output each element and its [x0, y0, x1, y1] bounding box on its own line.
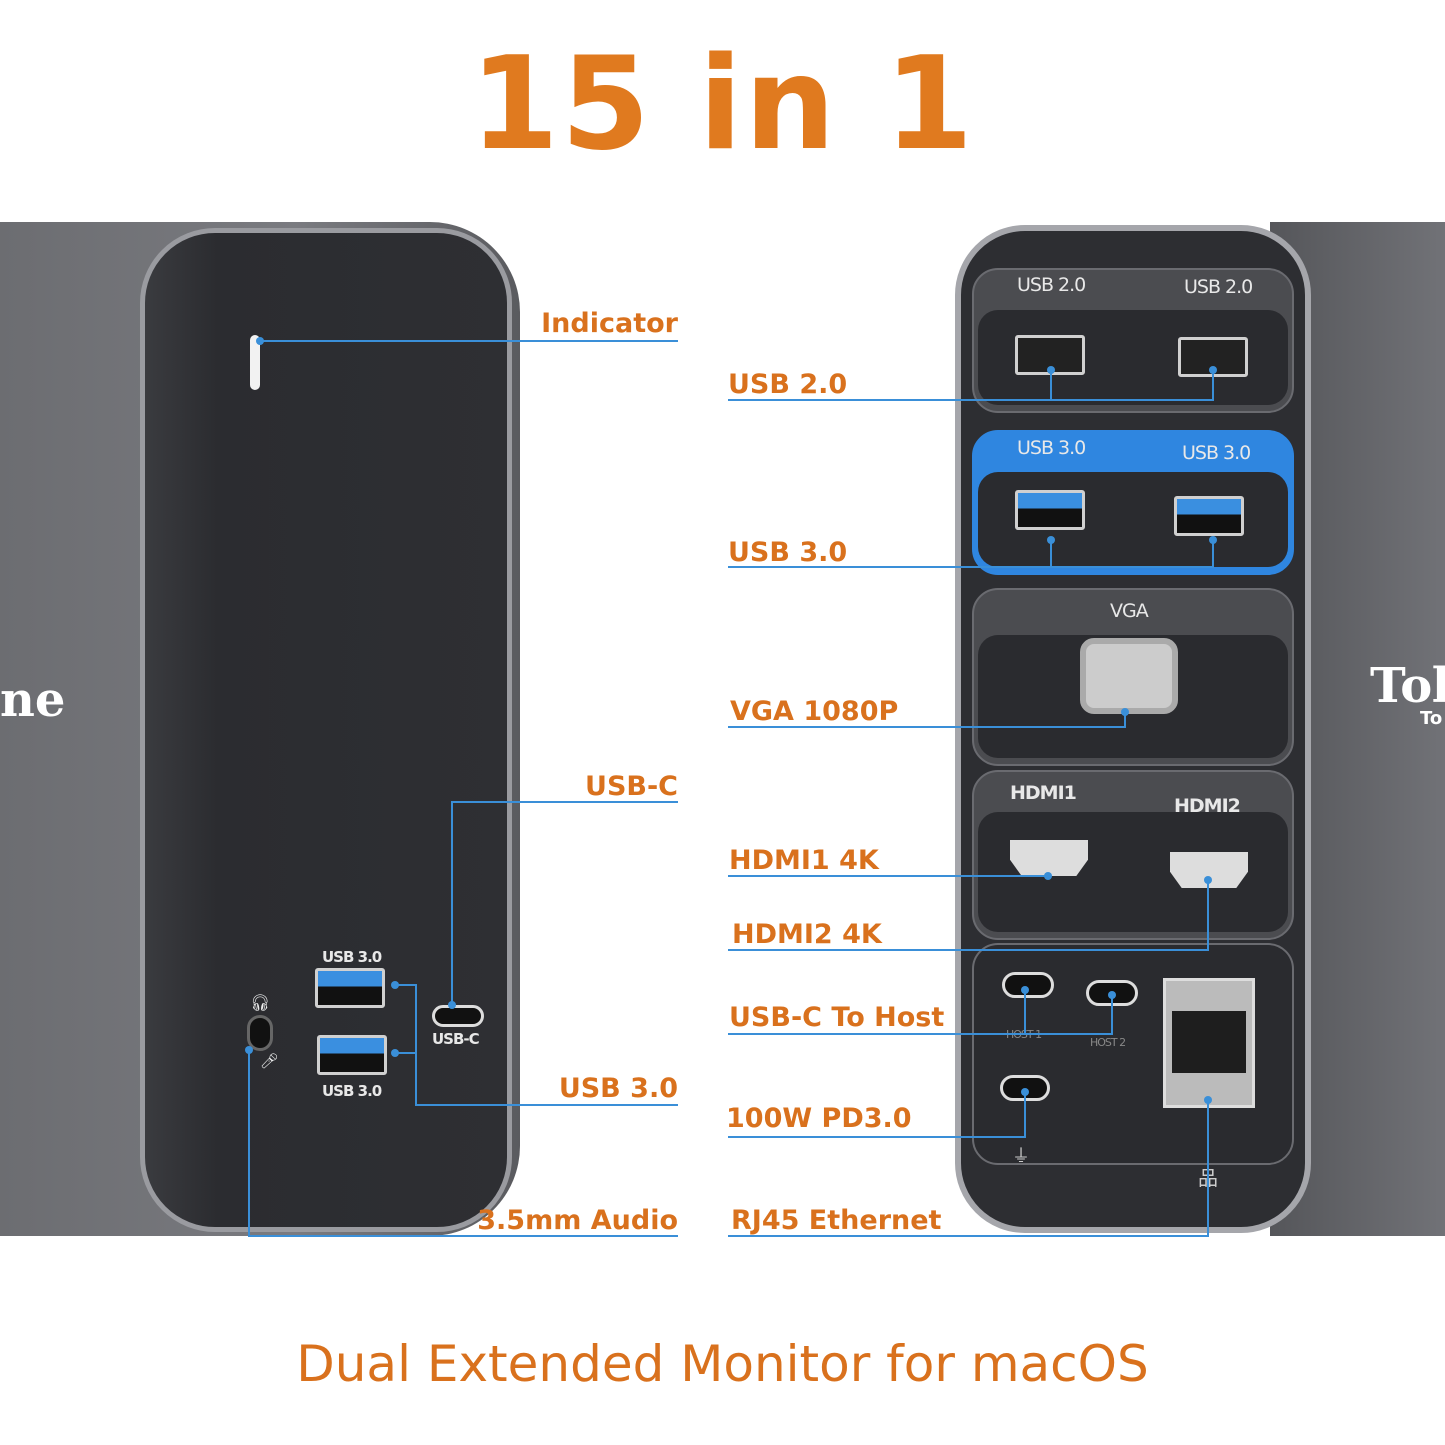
microphone-icon: 🎤︎ [260, 1052, 280, 1070]
vga-port [1080, 638, 1178, 714]
line-usbc-host [728, 990, 1113, 1035]
usb3-port [1015, 490, 1085, 530]
brand-logo-right: Tob [1370, 658, 1445, 714]
audio-jack [247, 1015, 273, 1051]
usbc-port [432, 1005, 484, 1027]
port-label: HDMI2 [1174, 795, 1241, 817]
port-label: USB 3.0 [322, 948, 382, 966]
rj45-port [1163, 978, 1255, 1108]
callout-audio: 3.5mm Audio [477, 1205, 678, 1236]
line-usb3-right [728, 540, 1214, 568]
callout-indicator: Indicator [541, 308, 678, 339]
callout-usb3-left: USB 3.0 [558, 1073, 678, 1104]
port-label: HDMI1 [1010, 782, 1077, 804]
hdmi1-port [1010, 840, 1088, 876]
callout-usbc: USB-C [585, 771, 678, 802]
usb3-port [317, 1035, 387, 1075]
brand-tagline: To [1420, 708, 1443, 729]
callout-hdmi2: HDMI2 4K [732, 919, 882, 950]
tagline: Dual Extended Monitor for macOS [296, 1335, 1149, 1393]
line-vga [728, 712, 1126, 728]
port-label: USB 3.0 [1182, 442, 1251, 464]
usb3-port [315, 968, 385, 1008]
port-label: USB 3.0 [1017, 437, 1086, 459]
callout-usbc-host: USB-C To Host [729, 1002, 945, 1033]
callout-pd: 100W PD3.0 [726, 1103, 912, 1134]
line-rj45 [728, 1100, 1209, 1237]
port-label: HOST 2 [1090, 1036, 1126, 1049]
line-usbc [451, 801, 678, 1005]
callout-rj45: RJ45 Ethernet [731, 1205, 942, 1236]
line-audio [248, 1050, 678, 1237]
line-hdmi2 [728, 880, 1209, 951]
port-label: USB-C [432, 1030, 480, 1048]
headphone-icon: 🎧︎ [250, 993, 271, 1012]
port-label: VGA [1110, 600, 1149, 622]
callout-usb3-right: USB 3.0 [728, 537, 848, 568]
line-usb2 [728, 370, 1214, 401]
line-pd [728, 1092, 1026, 1138]
usb3-port [1174, 496, 1244, 536]
power-plug-icon: ⏚ [1012, 1146, 1030, 1167]
usbc-host1-port [1002, 972, 1054, 998]
headline: 15 in 1 [469, 30, 976, 179]
port-label: USB 3.0 [322, 1082, 382, 1100]
indicator-light [250, 335, 260, 390]
port-label: USB 2.0 [1184, 276, 1253, 298]
callout-vga: VGA 1080P [730, 696, 899, 727]
port-label: USB 2.0 [1017, 274, 1086, 296]
callout-usb2: USB 2.0 [728, 369, 848, 400]
callout-hdmi1: HDMI1 4K [729, 845, 879, 876]
brand-logo-left: ne [0, 672, 66, 728]
